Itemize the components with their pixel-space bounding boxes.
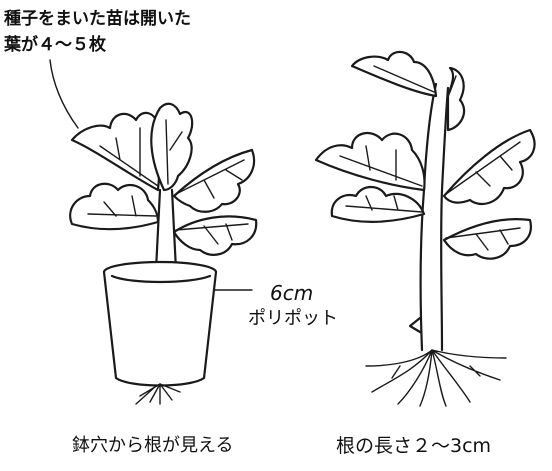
seedling-stem — [154, 188, 178, 272]
plant-stem — [419, 82, 450, 352]
pot-note: 6cm ポリポット — [248, 280, 338, 332]
caption-left: 鉢穴から根が見える — [72, 435, 234, 456]
pot-roots — [135, 383, 181, 405]
pot-soil-line — [110, 274, 212, 284]
plant-top-leaf-right — [446, 66, 466, 132]
plant-leaf-left-lower — [330, 185, 426, 224]
caption-right: 根の長さ２～3cm — [336, 435, 492, 457]
rooted-plant — [314, 50, 536, 407]
seedling-note-line1: 種子をまいた苗は開いた — [4, 9, 191, 29]
pot-size-label: 6cm — [270, 281, 314, 305]
plant-leaf-veins — [339, 65, 521, 251]
plant-leaf-right-lower — [442, 218, 532, 260]
potted-seedling — [49, 59, 258, 405]
seedling-note-line2: 葉が４～５枚 — [4, 35, 106, 55]
leaf-lower-left — [69, 182, 160, 231]
pot-body — [102, 271, 218, 387]
plant-leaf-left — [314, 131, 426, 192]
note-leader-line — [49, 59, 79, 129]
leaf-veins — [87, 119, 249, 245]
plant-node — [408, 316, 422, 334]
plant-roots — [365, 349, 507, 407]
pot-type-label: ポリポット — [248, 308, 338, 329]
leaf-lower-right — [172, 215, 258, 256]
plant-leaf-right — [442, 128, 536, 206]
seedling-note: 種子をまいた苗は開いた 葉が４～５枚 — [4, 6, 191, 58]
